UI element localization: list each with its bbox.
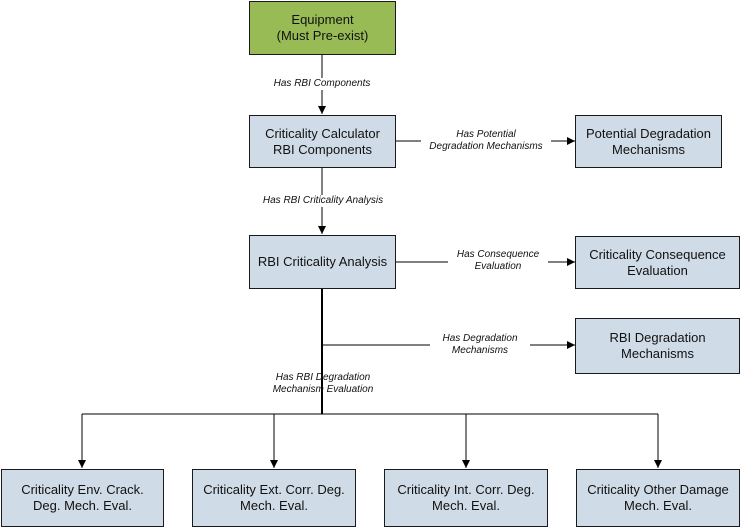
edge-label-has-consequence-evaluation: Has Consequence Evaluation — [448, 249, 548, 273]
node-int-corr-eval-label: Criticality Int. Corr. Deg. Mech. Eval. — [397, 482, 535, 513]
edge-label-has-rbi-components: Has RBI Components — [264, 78, 380, 90]
edge-label-has-potential-degradation: Has Potential Degradation Mechanisms — [421, 129, 551, 153]
node-potential-degradation-mechanisms-label: Potential Degradation Mechanisms — [585, 125, 712, 157]
node-criticality-consequence-evaluation-label: Criticality Consequence Evaluation — [589, 246, 726, 278]
node-int-corr-eval[interactable]: Criticality Int. Corr. Deg. Mech. Eval. — [384, 469, 548, 527]
edge-label-has-degradation-mechanisms: Has Degradation Mechanisms — [430, 333, 530, 357]
node-equipment[interactable]: Equipment (Must Pre-exist) — [249, 1, 396, 55]
edge-label-has-rbi-criticality-analysis: Has RBI Criticality Analysis — [250, 195, 396, 207]
node-env-crack-eval[interactable]: Criticality Env. Crack. Deg. Mech. Eval. — [1, 469, 164, 527]
node-potential-degradation-mechanisms[interactable]: Potential Degradation Mechanisms — [575, 115, 722, 168]
node-equipment-label: Equipment (Must Pre-exist) — [276, 12, 369, 43]
node-other-damage-eval-label: Criticality Other Damage Mech. Eval. — [587, 482, 729, 513]
node-rbi-degradation-mechanisms-label: RBI Degradation Mechanisms — [609, 330, 706, 361]
node-criticality-calculator-components-label: Criticality Calculator RBI Components — [265, 125, 380, 157]
edge-label-has-rbi-degradation-mechanism-evaluation: Has RBI Degradation Mechanism Evaluation — [272, 372, 374, 395]
node-env-crack-eval-label: Criticality Env. Crack. Deg. Mech. Eval. — [21, 482, 144, 513]
node-other-damage-eval[interactable]: Criticality Other Damage Mech. Eval. — [576, 469, 740, 527]
node-rbi-degradation-mechanisms[interactable]: RBI Degradation Mechanisms — [575, 318, 740, 374]
node-ext-corr-eval-label: Criticality Ext. Corr. Deg. Mech. Eval. — [203, 482, 345, 513]
node-criticality-calculator-components[interactable]: Criticality Calculator RBI Components — [249, 115, 396, 168]
node-ext-corr-eval[interactable]: Criticality Ext. Corr. Deg. Mech. Eval. — [192, 469, 356, 527]
node-criticality-consequence-evaluation[interactable]: Criticality Consequence Evaluation — [575, 236, 740, 289]
node-rbi-criticality-analysis-label: RBI Criticality Analysis — [257, 254, 388, 269]
node-rbi-criticality-analysis[interactable]: RBI Criticality Analysis — [249, 235, 396, 289]
